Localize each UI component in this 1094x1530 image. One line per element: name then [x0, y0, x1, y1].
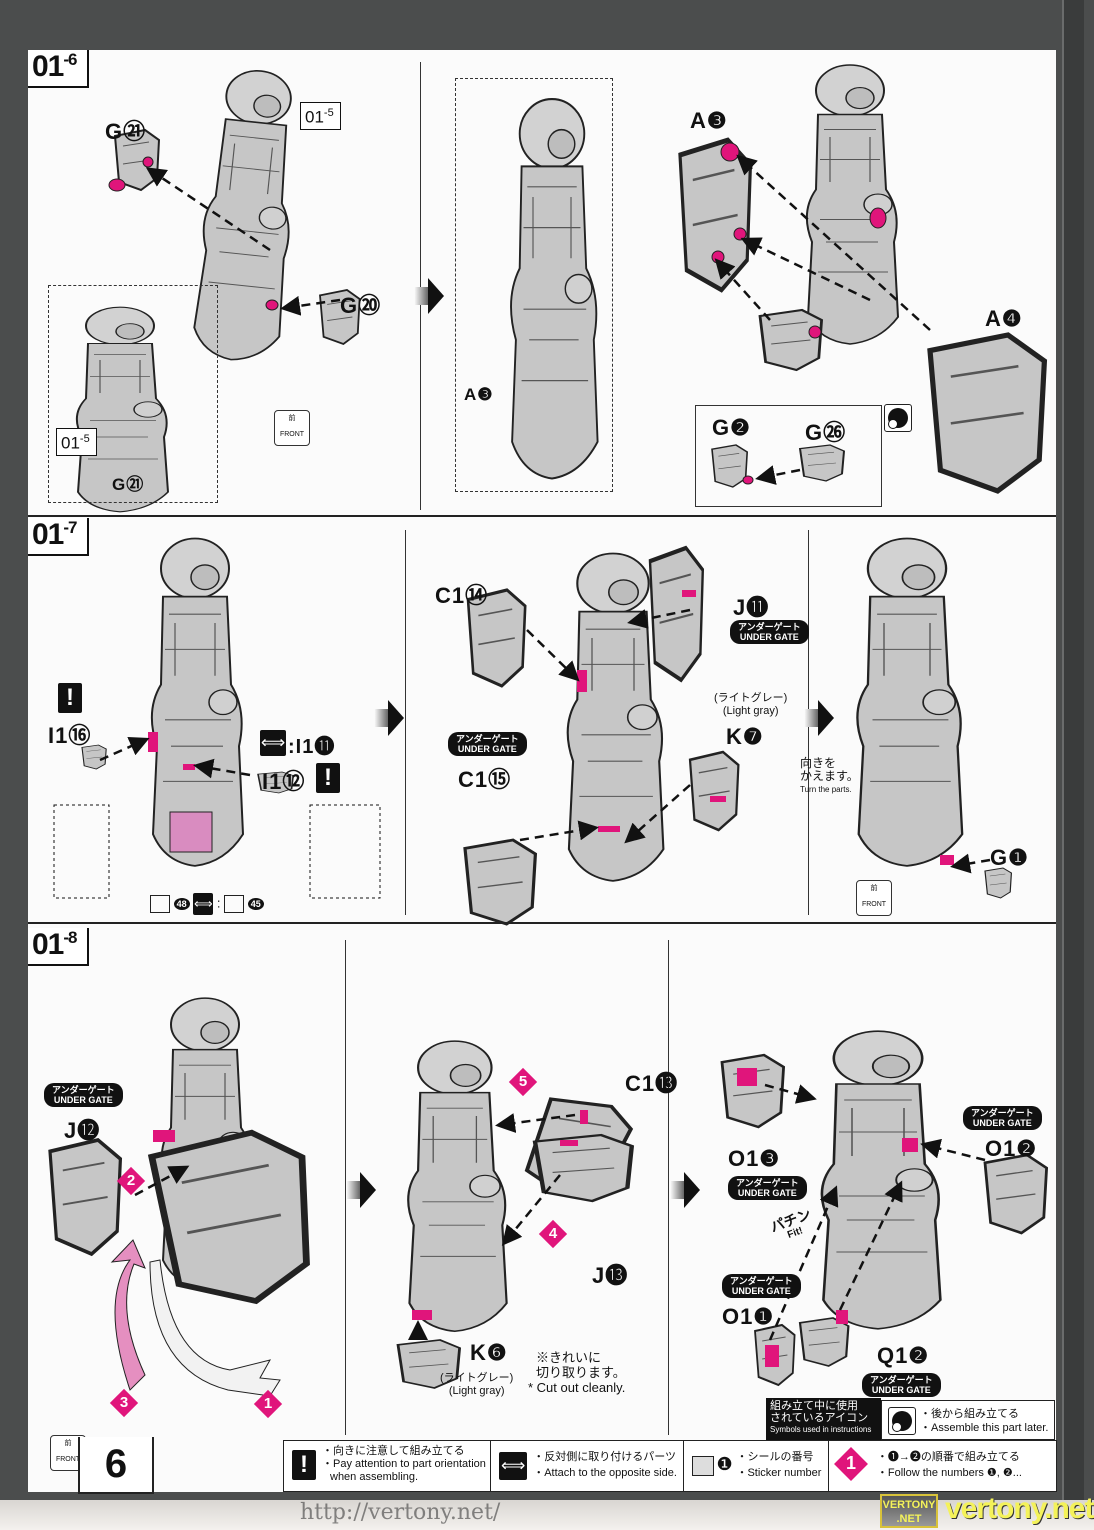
panel-divider	[668, 940, 669, 1435]
part-label: C1⑭	[435, 583, 489, 608]
opposite-side-icon: ⟺	[260, 730, 286, 756]
legend-text-jp: ・反対側に取り付けるパーツ	[533, 1451, 676, 1463]
order-number-badge: 3	[109, 1388, 139, 1418]
part-label: K❻	[470, 1340, 508, 1365]
opposite-side-icon: ⟺	[193, 893, 214, 915]
sticker-number-icon: ❶	[716, 1454, 733, 1474]
legend-text-jp: ・向きに注意して組み立てる	[322, 1445, 465, 1457]
legend-text-jp: ・シールの番号	[736, 1451, 814, 1463]
legend-text-jp: ・❶→❷の順番で組み立てる	[876, 1451, 1020, 1463]
assemble-later-legend: ・後から組み立てる ・Assemble this part later.	[881, 1400, 1055, 1440]
part-label: J⓭	[592, 1263, 629, 1288]
next-arrow-icon	[670, 1172, 700, 1208]
part-label: A❸	[464, 385, 494, 404]
detail-inset	[455, 78, 613, 492]
cut-note: ※きれいに切り取ります。* Cut out cleanly.	[528, 1350, 626, 1395]
legend-order: 1 ・❶→❷の順番で組み立てる ・Follow the numbers ❶, ❷…	[829, 1441, 1056, 1491]
turn-parts-note: 向きをかえます。Turn the parts.	[800, 756, 859, 795]
step-divider	[28, 922, 1056, 924]
step-divider	[28, 515, 1056, 517]
symbol-legend: ! ・向きに注意して組み立てる ・Pay attention to part o…	[283, 1440, 1057, 1492]
legend-text-en: ・Attach to the opposite side.	[533, 1467, 677, 1479]
part-label: J⓫	[733, 595, 770, 620]
next-arrow-icon	[414, 278, 444, 314]
part-label: I1⑫	[262, 769, 306, 794]
page-number: 6	[78, 1437, 154, 1494]
panel-divider	[345, 940, 346, 1435]
part-label: Q1❷	[877, 1343, 930, 1368]
color-note: (ライトグレー)(Light gray)	[440, 1372, 514, 1397]
reference-tag: 01-5	[300, 102, 341, 130]
panel-divider	[420, 62, 421, 510]
part-label: A❸	[690, 108, 728, 133]
legend-opposite-side: ⟺ ・反対側に取り付けるパーツ ・Attach to the opposite …	[491, 1441, 685, 1491]
opposite-side-icon: ⟺	[499, 1452, 528, 1480]
next-arrow-icon	[374, 700, 404, 736]
reference-tag: 01-5	[56, 428, 97, 456]
sticker-icon	[692, 1456, 715, 1476]
part-label: G⑳	[340, 293, 382, 318]
part-label: I1⑯	[48, 723, 92, 748]
part-label: C1⑮	[458, 767, 512, 792]
part-label: O1❸	[728, 1146, 781, 1171]
sticker-icon	[150, 895, 170, 913]
legend-text-jp: ・後から組み立てる	[920, 1408, 1019, 1420]
exclamation-icon: !	[292, 1450, 316, 1480]
step-number-01-8: 01-8	[28, 928, 89, 966]
assemble-later-icon	[888, 1407, 916, 1435]
part-label: O1❷	[985, 1136, 1038, 1161]
legend-orientation: ! ・向きに注意して組み立てる ・Pay attention to part o…	[284, 1441, 492, 1491]
part-label: C1⓭	[625, 1071, 679, 1096]
exclamation-icon: !	[316, 763, 340, 793]
legend-text-en: when assembling.	[330, 1471, 419, 1483]
part-label: A❹	[985, 306, 1023, 331]
step-number-01-6: 01-6	[28, 50, 89, 88]
color-note: (ライトグレー)(Light gray)	[714, 692, 788, 717]
legend-sticker: ❶ ・シールの番号 ・Sticker number	[684, 1441, 829, 1491]
subassembly-box	[695, 405, 882, 507]
order-number-badge: 5	[508, 1067, 538, 1097]
order-number-badge: 1	[253, 1389, 283, 1419]
next-arrow-icon	[346, 1172, 376, 1208]
legend-text-en: ・Follow the numbers ❶, ❷...	[876, 1467, 1022, 1479]
part-label: G❷	[712, 415, 751, 440]
part-label: G❶	[990, 845, 1029, 870]
legend-text-en: ・Pay attention to part orientation	[322, 1458, 486, 1470]
site-badge-watermark: VERTONY.NET	[880, 1494, 938, 1528]
legend-text-en: ・Assemble this part later.	[920, 1422, 1049, 1434]
step-number-01-7: 01-7	[28, 518, 89, 556]
panel-divider	[405, 530, 406, 915]
part-label: O1❶	[722, 1304, 775, 1329]
part-label: K❼	[726, 724, 764, 749]
part-label: G㉑	[105, 119, 147, 144]
legend-text-en: ・Sticker number	[736, 1467, 822, 1479]
site-watermark: vertony.net	[945, 1492, 1094, 1525]
part-label: J⓬	[64, 1118, 101, 1143]
order-number-badge: 4	[538, 1219, 568, 1249]
sticker-note: 48 ⟺ : 45	[150, 893, 264, 915]
sticker-icon	[224, 895, 245, 913]
part-label: G㉑	[112, 475, 145, 494]
order-number-badge: 2	[116, 1166, 146, 1196]
exclamation-icon: !	[58, 683, 82, 713]
detail-inset	[48, 285, 218, 503]
part-label: G㉖	[805, 420, 847, 445]
assemble-later-icon	[884, 404, 912, 432]
opposite-part-label: :I1⓫	[288, 736, 336, 758]
order-icon: 1	[833, 1447, 868, 1481]
page-binding	[1062, 0, 1084, 1500]
next-arrow-icon	[804, 700, 834, 736]
